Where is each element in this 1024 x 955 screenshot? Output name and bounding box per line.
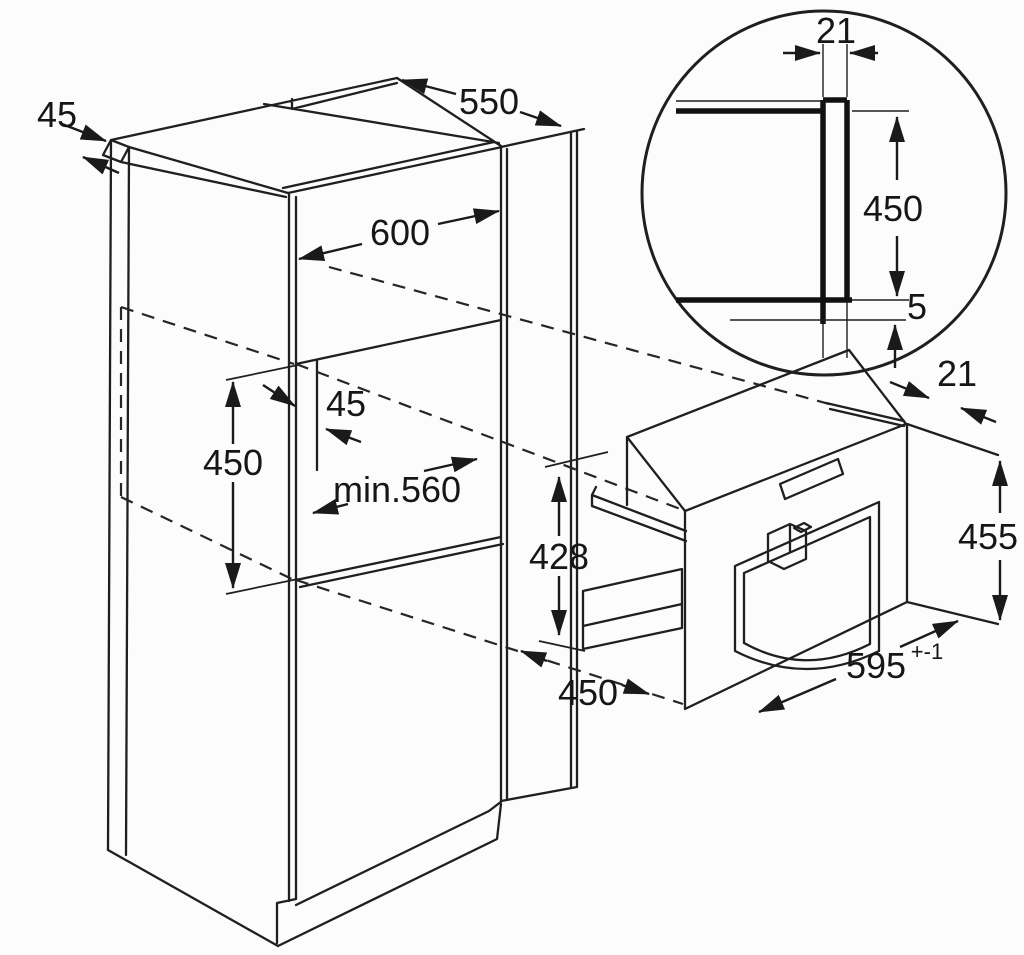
dim-cutout-height: 455 (958, 516, 1018, 557)
dim-panel-thickness: 21 (937, 353, 977, 394)
dimension-arrows (61, 45, 1008, 714)
cabinet-niche-opening (294, 318, 505, 589)
machine-coffee-spout (766, 521, 813, 571)
dim-body-height: 428 (529, 536, 589, 577)
detail-circle-section (640, 9, 1008, 377)
dimension-labels: 45 550 600 450 45 min.560 21 450 5 21 45… (37, 10, 1018, 713)
dim-niche-height: 450 (203, 442, 263, 483)
niche-surround-panel (824, 401, 1000, 626)
dim-side-panel-width: 45 (37, 94, 77, 135)
dim-appliance-width: 595 (846, 645, 906, 686)
hidden-projection-lines (119, 265, 834, 706)
dim-appliance-depth: 450 (558, 672, 618, 713)
dim-top-depth: 550 (459, 81, 519, 122)
dimension-extension-lines (225, 364, 609, 652)
dim-appliance-width-tolerance: +-1 (911, 639, 943, 664)
coffee-machine-outline (581, 348, 909, 711)
machine-dispenser-recess (733, 500, 881, 671)
dim-niche-min-depth: min.560 (333, 469, 461, 510)
dim-detail-frame-thickness: 21 (816, 10, 856, 51)
dim-detail-bottom-gap: 5 (907, 286, 927, 327)
dim-cabinet-width: 600 (370, 212, 430, 253)
tall-cabinet-outline (101, 76, 586, 948)
dim-detail-niche-height: 450 (863, 188, 923, 229)
machine-display-window (778, 457, 845, 501)
dim-niche-frame-width: 45 (326, 383, 366, 424)
